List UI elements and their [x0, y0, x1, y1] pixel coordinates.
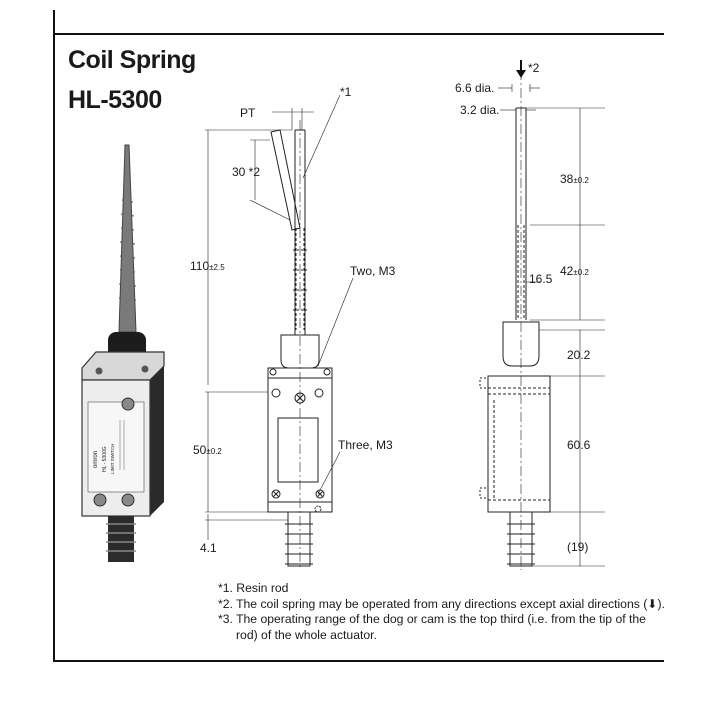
inner-diameter-label: 3.2 dia. — [460, 103, 499, 117]
front-view-drawing — [205, 94, 354, 570]
body-height-dimension: 50±0.2 — [193, 443, 222, 457]
product-top-plate — [81, 351, 165, 381]
axial-direction-arrow-icon — [516, 60, 526, 78]
coil-spring-illustration — [118, 144, 137, 333]
product-brand-label: omron — [93, 451, 99, 468]
rod-mid-dimension: 42±0.2 — [560, 264, 589, 278]
rod-top-dimension: 38±0.2 — [560, 172, 589, 186]
three-m3-label: Three, M3 — [338, 438, 393, 452]
body-length-dimension: 60.6 — [567, 438, 591, 452]
note-1: *1. Resin rod — [218, 581, 289, 595]
note-3-continued: rod) of the whole actuator. — [236, 627, 377, 642]
bottom-offset-dimension: 4.1 — [200, 541, 217, 555]
product-photo: omron HL - 5300G LIMIT SWITCH — [81, 144, 165, 562]
cap-height-dimension: 20.2 — [567, 348, 591, 362]
product-conduit — [108, 516, 134, 562]
note-2: *2. The coil spring may be operated from… — [218, 596, 665, 611]
title-line-1: Coil Spring — [68, 46, 196, 74]
outer-diameter-label: 6.6 dia. — [455, 81, 494, 95]
arrow-note-marker: *2 — [528, 61, 540, 75]
overall-length-dimension: 110±2.5 — [190, 259, 225, 273]
side-view-drawing — [479, 70, 605, 570]
two-m3-label: Two, M3 — [350, 264, 396, 278]
note-3: *3. The operating range of the dog or ca… — [218, 612, 646, 626]
bottom-length-dimension: (19) — [567, 540, 588, 554]
rod-offset-dimension: 16.5 — [529, 272, 553, 286]
product-type-label: LIMIT SWITCH — [110, 444, 115, 474]
footnotes: *1. Resin rod *2. The coil spring may be… — [218, 581, 678, 643]
title-line-2: HL-5300 — [68, 86, 162, 114]
pt-label: PT — [240, 106, 256, 120]
angle-dimension: 30 *2 — [232, 165, 260, 179]
note-1-marker: *1 — [340, 85, 352, 99]
product-model-label: HL - 5300G — [102, 446, 108, 472]
